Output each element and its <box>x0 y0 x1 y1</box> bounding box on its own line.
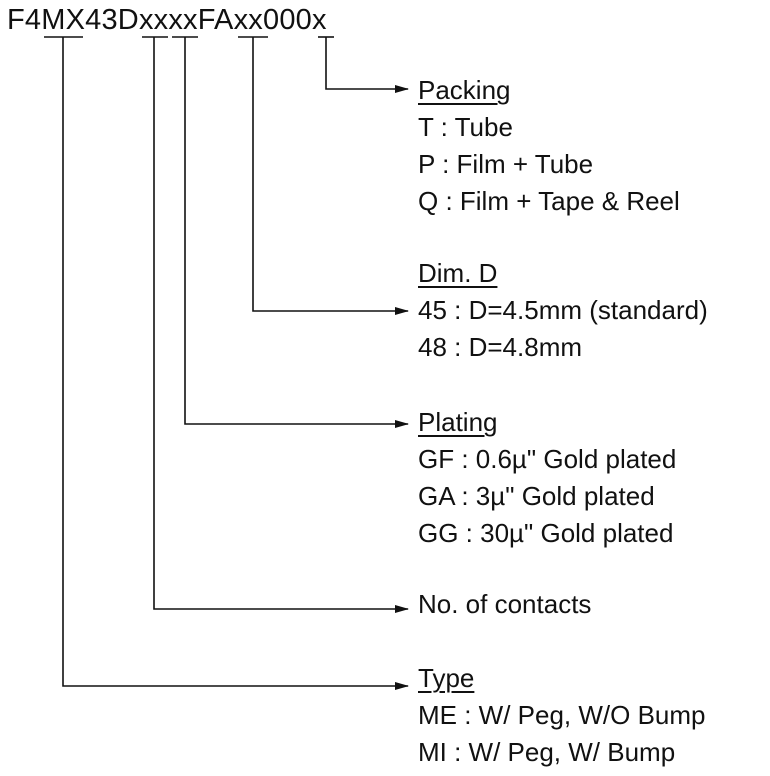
plating-option: GF : 0.6µ" Gold plated <box>418 444 677 474</box>
packing-option: Q : Film + Tape & Reel <box>418 186 680 216</box>
dim-d-group: Dim. D 45 : D=4.5mm (standard) 48 : D=4.… <box>418 255 708 366</box>
dim-d-heading: Dim. D <box>418 258 498 288</box>
plating-heading: Plating <box>418 407 498 437</box>
plating-option: GG : 30µ" Gold plated <box>418 518 674 548</box>
leader-plating <box>184 37 409 428</box>
packing-heading: Packing <box>418 75 511 105</box>
contacts-heading: No. of contacts <box>418 589 592 619</box>
leader-dim-d <box>252 37 409 315</box>
plating-group: Plating GF : 0.6µ" Gold plated GA : 3µ" … <box>418 404 676 552</box>
type-option: MI : W/ Peg, W/ Bump <box>418 737 676 767</box>
type-group: Type ME : W/ Peg, W/O Bump MI : W/ Peg, … <box>418 660 706 771</box>
packing-option: T : Tube <box>418 112 513 142</box>
type-heading: Type <box>418 663 475 693</box>
leader-contacts <box>153 37 409 613</box>
contacts-group: No. of contacts <box>418 586 591 623</box>
dim-d-option: 48 : D=4.8mm <box>418 332 583 362</box>
packing-group: Packing T : Tube P : Film + Tube Q : Fil… <box>418 72 680 220</box>
part-number: F4MX43DxxxxFAxx000x <box>7 4 327 36</box>
type-option: ME : W/ Peg, W/O Bump <box>418 700 706 730</box>
leader-packing <box>325 37 409 93</box>
packing-option: P : Film + Tube <box>418 149 594 179</box>
leader-type <box>62 37 409 690</box>
dim-d-option: 45 : D=4.5mm (standard) <box>418 295 708 325</box>
plating-option: GA : 3µ" Gold plated <box>418 481 655 511</box>
